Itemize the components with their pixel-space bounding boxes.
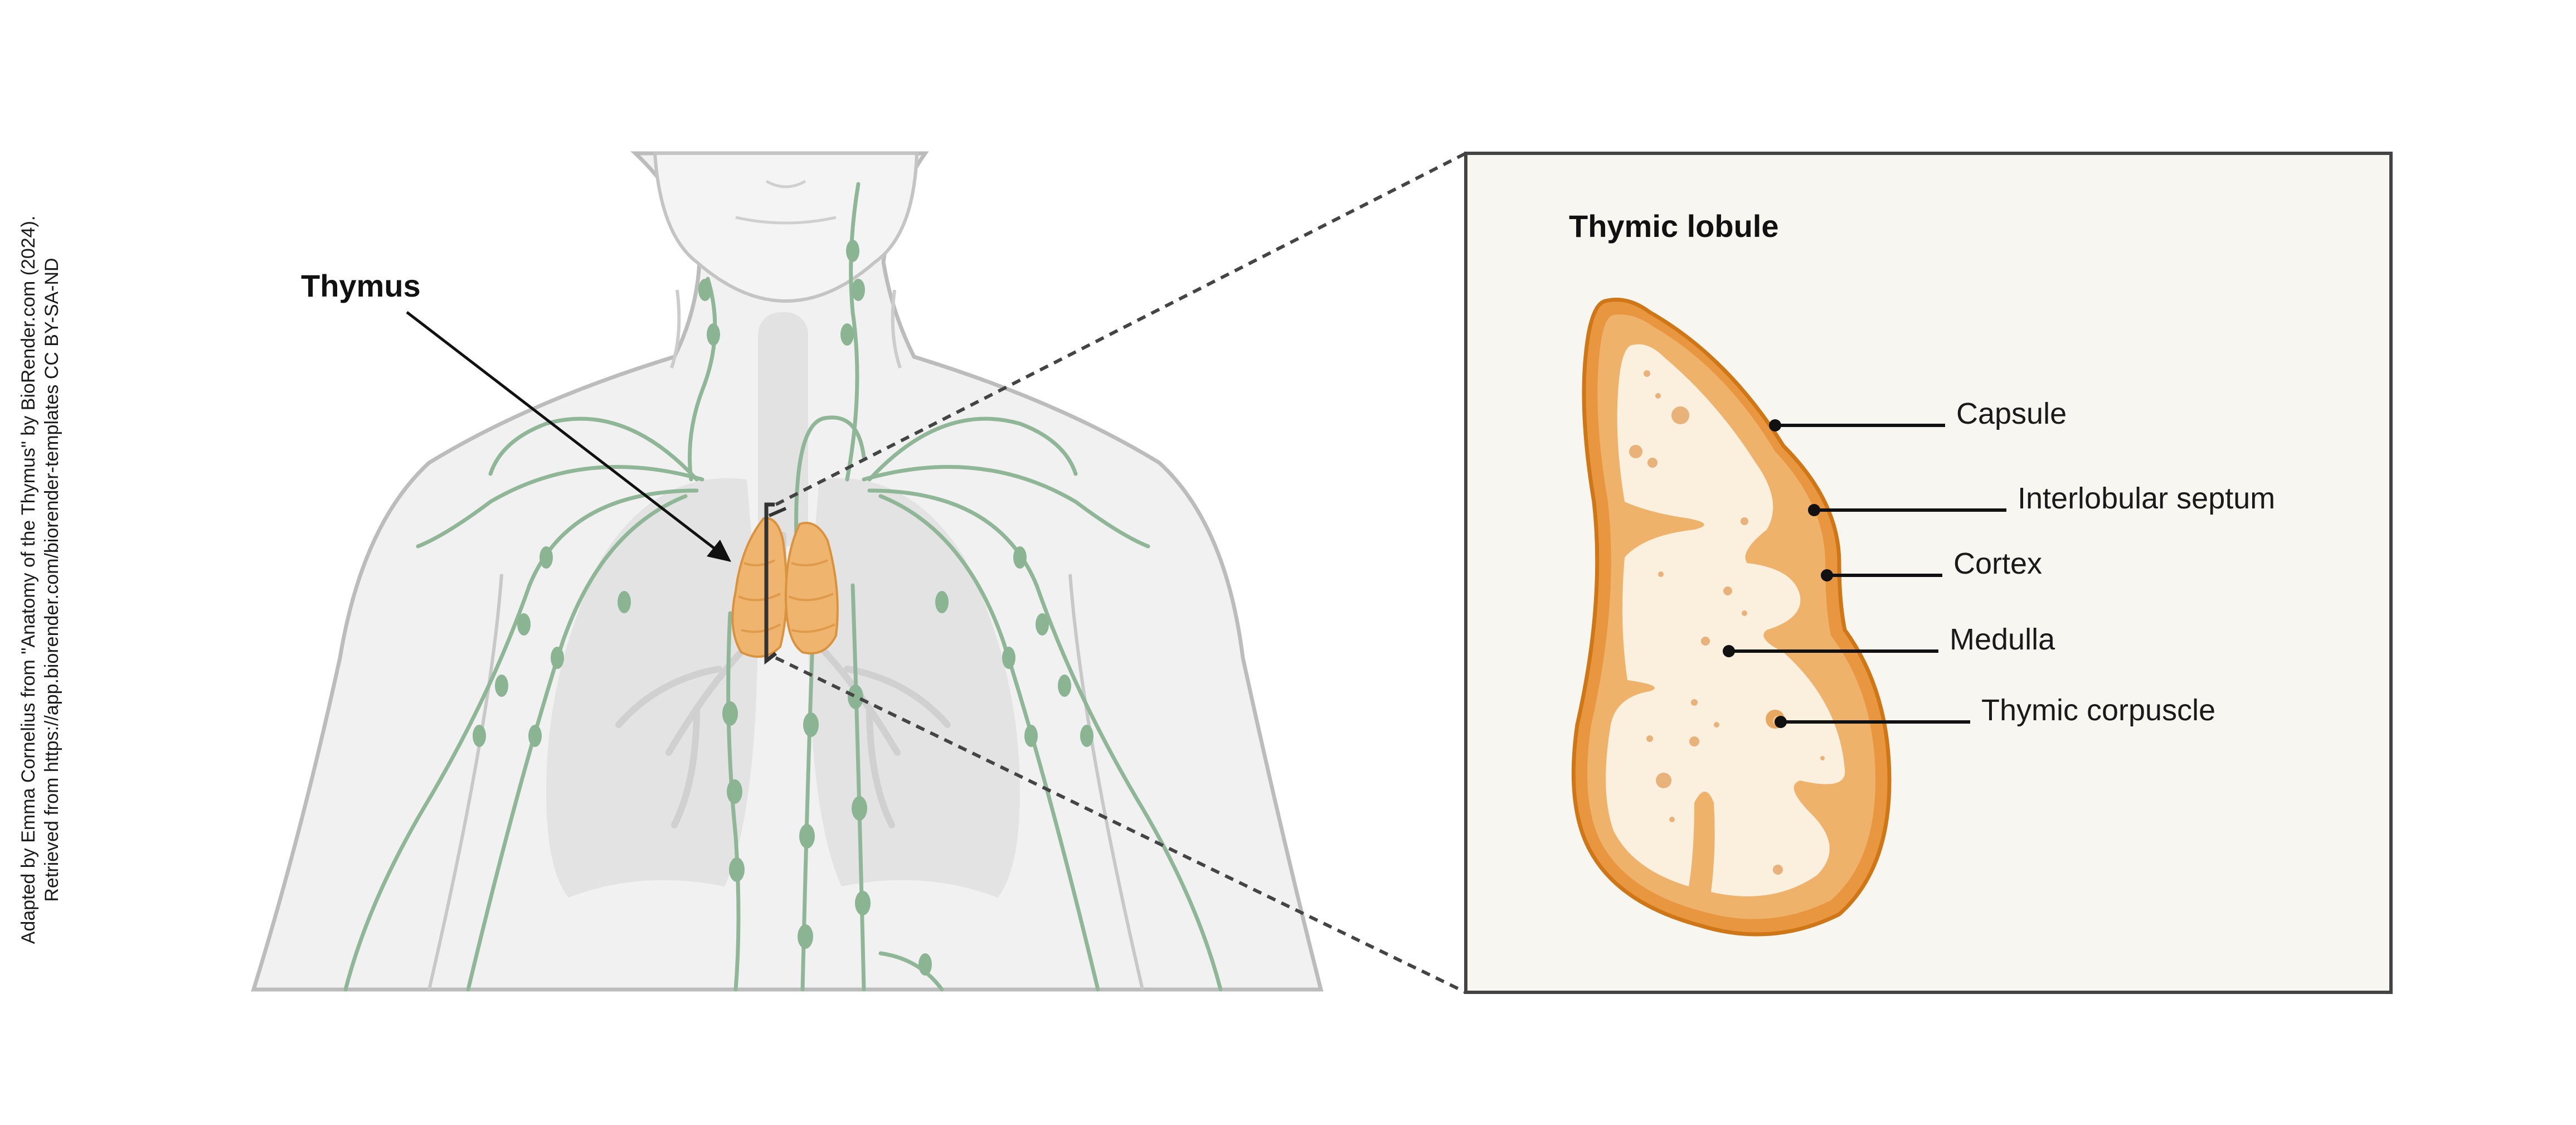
left-arm-line (427, 574, 503, 990)
zoom-bracket (764, 502, 777, 665)
thymus-gland (731, 502, 839, 665)
interlobular-septum-label: Interlobular septum (2018, 482, 2275, 515)
leader-lines (1729, 424, 2006, 724)
attribution-line-1: Adapted by Emma Cornelius from "Anatomy … (18, 215, 39, 944)
neck-right (891, 289, 902, 368)
mouth (735, 216, 837, 225)
thymic-lobule-inset: Thymic lobule (1464, 152, 2393, 994)
thymus-lobulation (738, 559, 835, 633)
thymus-label: Thymus (301, 268, 421, 303)
thymus-arrowhead (707, 540, 731, 562)
zoom-connector-top (775, 152, 1467, 506)
thymus-left-lobe (731, 517, 788, 658)
neck-left (670, 289, 681, 368)
medulla-label: Medulla (1950, 623, 2055, 656)
lymph-nodes (473, 240, 1093, 976)
right-arm-line (1068, 574, 1144, 990)
leader-dots (1723, 419, 1833, 728)
lymphatic-vessels (343, 182, 1223, 992)
right-lung (808, 478, 1020, 898)
lobule-medulla (1606, 344, 1845, 896)
capsule-label: Capsule (1956, 397, 2067, 430)
zoom-connector-bottom (775, 656, 1467, 994)
lobule-title: Thymic lobule (1569, 208, 1779, 244)
thymus-right-lobe (784, 522, 839, 654)
thymic-corpuscle-label: Thymic corpuscle (1981, 694, 2215, 727)
nose (765, 180, 806, 188)
left-lung (546, 478, 758, 898)
attribution-credit: Adapted by Emma Cornelius from "Anatomy … (17, 162, 64, 998)
cortex-label: Cortex (1953, 547, 2042, 580)
thymus-arrow-line (406, 311, 720, 553)
attribution-line-2: Retrieved from https://app.biorender.com… (41, 258, 62, 902)
medulla-dots (1629, 370, 1825, 875)
